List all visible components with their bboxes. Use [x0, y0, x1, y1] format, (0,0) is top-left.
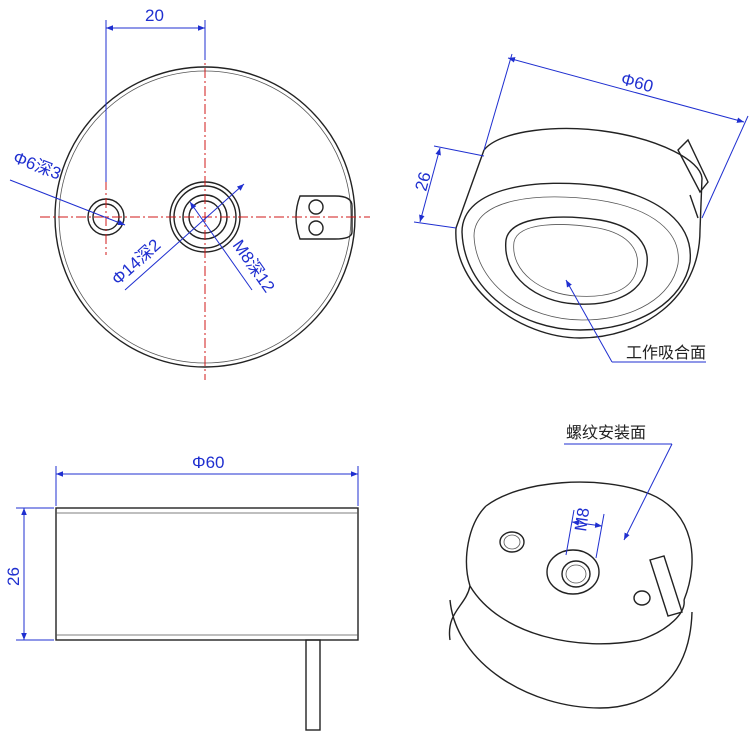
iso-b-thread-outer: [561, 560, 591, 588]
iso-b-rim-left: [465, 505, 487, 587]
pin-hole-leader: [9, 179, 126, 226]
lead-wire: [677, 138, 709, 194]
body-bottom-edge: [455, 227, 701, 339]
body-left-edge: [455, 149, 485, 229]
iso-b-pin-hole-inner: [503, 534, 521, 550]
side-body: [55, 507, 359, 641]
side-dim-height-text: 26: [4, 567, 23, 586]
h-ext-bottom: [413, 221, 457, 229]
iso-b-face-lower: [469, 585, 685, 645]
side-lead-wire: [305, 639, 321, 731]
side-dim-diameter-text: Φ60: [192, 453, 224, 472]
m8-dim-line: [571, 520, 603, 528]
thread-leader: [189, 201, 253, 291]
side-view: Φ60 26: [4, 453, 359, 731]
label-mount-face: 螺纹安装面: [566, 423, 646, 442]
working-face-outer: [461, 182, 691, 331]
dim-pin-hole-text: Φ6深3: [11, 148, 64, 183]
iso-b-side-left: [448, 585, 471, 641]
body-right-edge: [699, 177, 703, 231]
isometric-top-view: Φ60 26 工作吸合面: [412, 53, 749, 363]
label-working-face: 工作吸合面: [626, 343, 706, 362]
m8-ext-left: [565, 509, 575, 556]
h-ext-top: [433, 145, 485, 157]
mount-leader: [623, 443, 673, 541]
dia-ext-left: [483, 53, 513, 151]
isometric-bottom-view: M8 螺纹安装面: [448, 423, 693, 709]
dim-thread-text: M8深12: [229, 236, 279, 296]
counterbore-leader: [124, 183, 245, 291]
lead-tab: [295, 195, 353, 240]
top-view: 20 Φ6深3 Φ14深2 M8深12: [9, 6, 370, 380]
iso-b-thread-inner: [565, 564, 587, 584]
dia-dim-line: [507, 57, 745, 123]
iso-b-bottom-edge: [449, 599, 693, 709]
dim-offset-text: 20: [145, 6, 164, 25]
iso-b-dim-thread-text: M8: [571, 507, 593, 533]
dim-height-text: 26: [412, 170, 435, 193]
inner-pole: [505, 216, 648, 305]
inner-pole-edge: [513, 224, 638, 297]
m8-ext-right: [595, 513, 605, 559]
lead-notch: [689, 194, 699, 219]
iso-b-counterbore: [546, 549, 600, 595]
dia-ext-right: [701, 115, 749, 219]
lead-hole-1: [308, 199, 324, 215]
lead-hole-2: [308, 220, 324, 236]
h-dim-line: [419, 147, 441, 223]
working-face-ring: [473, 196, 679, 321]
iso-b-lead-hole: [633, 590, 651, 606]
dim-diameter-text: Φ60: [619, 70, 655, 97]
iso-b-top-rim: [485, 481, 693, 601]
iso-b-pin-hole: [499, 531, 525, 553]
iso-b-lead-wire: [649, 555, 683, 617]
face-leader: [565, 279, 613, 363]
top-rim: [483, 127, 703, 179]
